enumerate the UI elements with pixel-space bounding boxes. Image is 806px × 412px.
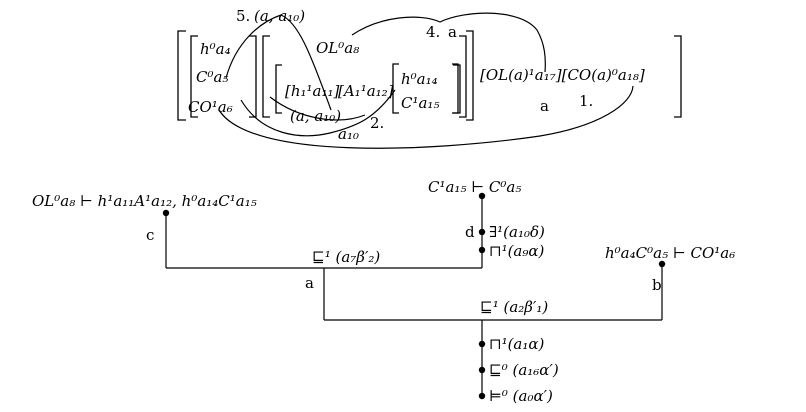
node-d-sqcap bbox=[478, 246, 486, 254]
node-b bbox=[658, 260, 666, 268]
term-co1a6: CO¹a₆ bbox=[188, 98, 233, 116]
node-root-models bbox=[478, 392, 486, 400]
outer-right-bracket bbox=[674, 35, 682, 118]
sequent-b: h⁰a₄C⁰a₅ ⊢ CO¹a₆ bbox=[605, 244, 735, 262]
node-d-top bbox=[478, 192, 486, 200]
label-d: d bbox=[465, 223, 475, 241]
link5-pair: (a, a₁₀) bbox=[254, 7, 305, 25]
group2-left-bracket bbox=[262, 35, 270, 118]
link1-var: a bbox=[540, 97, 549, 115]
rule-sqcap-a1: ⊓¹(a₁α) bbox=[489, 335, 545, 353]
rule-sqcap-a9: ⊓¹(a₉α) bbox=[489, 242, 545, 260]
link2-sub: a₁₀ bbox=[338, 125, 359, 143]
rule-models-a0: ⊨⁰ (a₀α′) bbox=[489, 387, 553, 405]
term-c1a15: C¹a₁₅ bbox=[401, 94, 439, 112]
node-root-sqcap bbox=[478, 340, 486, 348]
group3-right-bracket bbox=[452, 63, 459, 114]
group2-inner-right-bracket bbox=[453, 64, 461, 114]
group1-left-bracket bbox=[190, 35, 198, 118]
term-a1a12: [A₁¹a₁₂] bbox=[338, 82, 394, 100]
outer-left-bracket bbox=[177, 30, 186, 121]
term-ol-tail: [OL(a)¹a₁₇][CO(a)⁰a₁₈] bbox=[480, 66, 645, 84]
rule-join-a7: ⊑¹ (a₇β′₂) bbox=[312, 248, 380, 266]
link4-var: a bbox=[448, 23, 457, 41]
node-d-exists bbox=[478, 228, 486, 236]
link1-number: 1. bbox=[579, 92, 593, 110]
group1-right-bracket bbox=[249, 35, 257, 118]
link5-number: 5. bbox=[236, 7, 250, 25]
term-h0a14: h⁰a₁₄ bbox=[401, 70, 438, 88]
rule-sq-a16: ⊑⁰ (a₁₆α′) bbox=[489, 361, 559, 379]
rule-join-a2: ⊑¹ (a₂β′₁) bbox=[480, 298, 548, 316]
label-c: c bbox=[146, 226, 154, 244]
term-h1a11: [h₁¹a₁₁] bbox=[285, 82, 340, 100]
link5-arc bbox=[225, 14, 332, 111]
link1-arc bbox=[218, 85, 634, 149]
term-ol0a8: OL⁰a₈ bbox=[316, 39, 359, 57]
node-root-sq bbox=[478, 366, 486, 374]
link4-number: 4. bbox=[426, 23, 440, 41]
group3-left-bracket bbox=[392, 63, 399, 114]
group2-inner-left-bracket bbox=[275, 64, 282, 114]
sequent-d: C¹a₁₅ ⊢ C⁰a₅ bbox=[428, 178, 521, 196]
outer-inner-right-bracket bbox=[466, 30, 474, 121]
link4-arc bbox=[351, 12, 546, 73]
node-c bbox=[162, 209, 170, 217]
link2-pair: (a, a₁₀) bbox=[290, 107, 341, 125]
label-a: a bbox=[305, 274, 314, 292]
term-h0a4: h⁰a₄ bbox=[200, 40, 231, 58]
rule-exists: ∃¹(a₁₀δ) bbox=[489, 223, 545, 241]
link2-number: 2. bbox=[370, 114, 384, 132]
term-c0a5: C⁰a₅ bbox=[196, 68, 228, 86]
link2-arc bbox=[240, 89, 396, 137]
sequent-c: OL⁰a₈ ⊢ h¹a₁₁A¹a₁₂, h⁰a₁₄C¹a₁₅ bbox=[32, 192, 257, 210]
group2-right-bracket bbox=[459, 35, 467, 118]
link-inner-arc bbox=[269, 96, 366, 121]
label-b: b bbox=[652, 276, 662, 294]
